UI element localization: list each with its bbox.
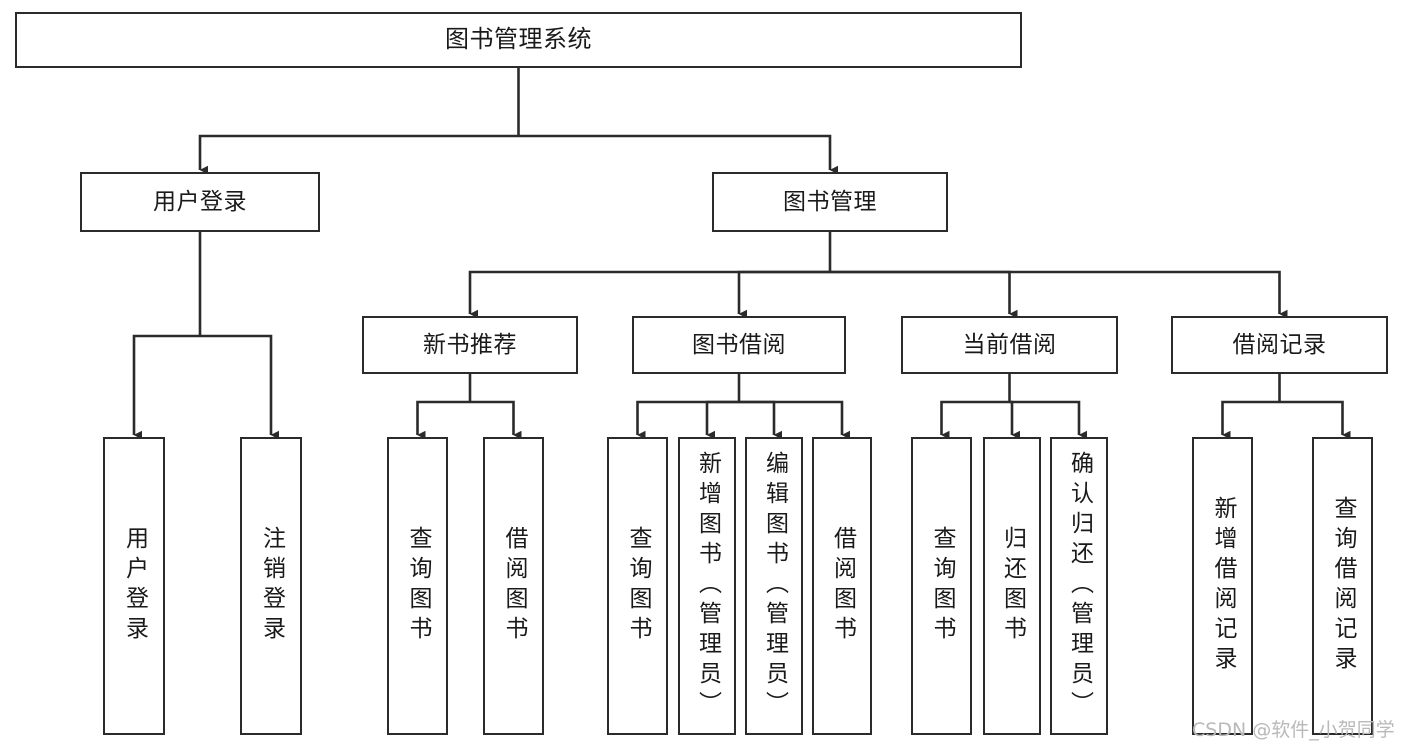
- node-label: 新增图书（管理员）: [694, 451, 721, 721]
- node-label: 借阅图书: [501, 526, 527, 646]
- leaf-query-book-borrow[interactable]: 查询图书: [607, 437, 668, 735]
- leaf-borrow-book-recommend[interactable]: 借阅图书: [483, 437, 544, 735]
- node-label: 查询图书: [929, 526, 955, 646]
- node-user-login[interactable]: 用户登录: [80, 172, 320, 232]
- leaf-query-book-recommend[interactable]: 查询图书: [387, 437, 448, 735]
- node-label: 查询借阅记录: [1330, 496, 1356, 676]
- node-current-borrow[interactable]: 当前借阅: [901, 316, 1118, 374]
- node-label: 编辑图书（管理员）: [761, 451, 788, 721]
- leaf-query-borrow-record[interactable]: 查询借阅记录: [1312, 437, 1373, 735]
- leaf-add-book-admin[interactable]: 新增图书（管理员）: [678, 437, 736, 735]
- leaf-user-login[interactable]: 用户登录: [103, 437, 165, 735]
- node-label: 新书推荐: [423, 331, 517, 358]
- node-label: 确认归还（管理员）: [1066, 451, 1093, 721]
- node-label: 归还图书: [999, 526, 1026, 646]
- node-label: 注销登录: [258, 526, 285, 646]
- node-label: 用户登录: [121, 526, 148, 646]
- node-root-book-management-system[interactable]: 图书管理系统: [15, 12, 1022, 68]
- node-label: 图书借阅: [692, 331, 786, 358]
- leaf-add-borrow-record[interactable]: 新增借阅记录: [1192, 437, 1253, 735]
- node-label: 用户登录: [153, 188, 247, 215]
- leaf-confirm-return-admin[interactable]: 确认归还（管理员）: [1050, 437, 1108, 735]
- leaf-query-book-current[interactable]: 查询图书: [911, 437, 972, 735]
- leaf-borrow-book-borrow[interactable]: 借阅图书: [812, 437, 872, 735]
- leaf-edit-book-admin[interactable]: 编辑图书（管理员）: [745, 437, 803, 735]
- node-label: 新增借阅记录: [1210, 496, 1236, 676]
- node-label: 借阅图书: [829, 526, 856, 646]
- node-label: 图书管理系统: [445, 25, 592, 54]
- node-new-book-recommend[interactable]: 新书推荐: [362, 316, 578, 374]
- node-label: 查询图书: [405, 526, 431, 646]
- node-label: 查询图书: [625, 526, 651, 646]
- leaf-return-book[interactable]: 归还图书: [983, 437, 1041, 735]
- csdn-watermark: CSDN @软件_小贺同学: [1192, 719, 1395, 741]
- node-borrow-record[interactable]: 借阅记录: [1171, 316, 1388, 374]
- node-label: 当前借阅: [962, 331, 1057, 358]
- node-book-borrow[interactable]: 图书借阅: [632, 316, 846, 374]
- node-book-management[interactable]: 图书管理: [712, 172, 948, 232]
- leaf-logout-login[interactable]: 注销登录: [240, 437, 302, 735]
- node-label: 借阅记录: [1232, 331, 1327, 358]
- node-label: 图书管理: [783, 188, 877, 215]
